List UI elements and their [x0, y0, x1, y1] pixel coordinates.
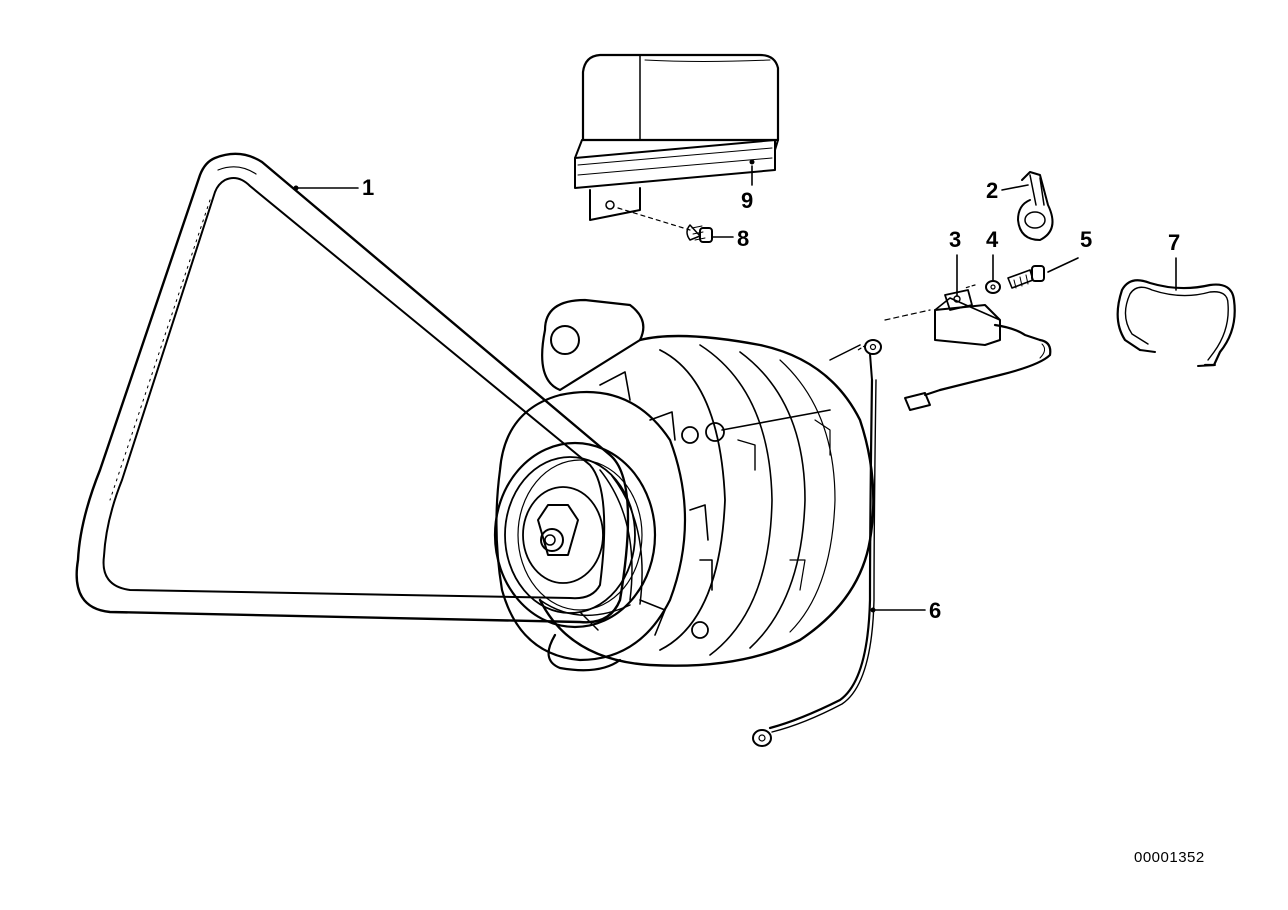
screw-8 [618, 208, 712, 242]
callout-4: 4 [986, 227, 999, 252]
leader-5 [1048, 258, 1078, 272]
callout-9: 9 [741, 188, 754, 213]
bolt-5 [965, 266, 1044, 288]
v-belt [77, 154, 628, 622]
capacitor-3 [885, 290, 1050, 410]
leader-2 [1002, 185, 1028, 190]
callout-5: 5 [1080, 227, 1093, 252]
alternator [495, 300, 873, 670]
washer-4 [986, 281, 1000, 293]
callout-3: 3 [949, 227, 962, 252]
voltage-regulator [575, 55, 778, 220]
document-number: 00001352 [1134, 849, 1205, 866]
ground-cable-6 [753, 340, 881, 746]
callout-6: 6 [929, 598, 942, 623]
wire-bracket-7 [1118, 280, 1235, 366]
clamp-2 [1018, 172, 1053, 240]
callout-1: 1 [362, 175, 375, 200]
callout-8: 8 [737, 226, 750, 251]
callout-7: 7 [1168, 230, 1181, 255]
leader-lines [293, 166, 1177, 613]
callout-2: 2 [986, 178, 999, 203]
